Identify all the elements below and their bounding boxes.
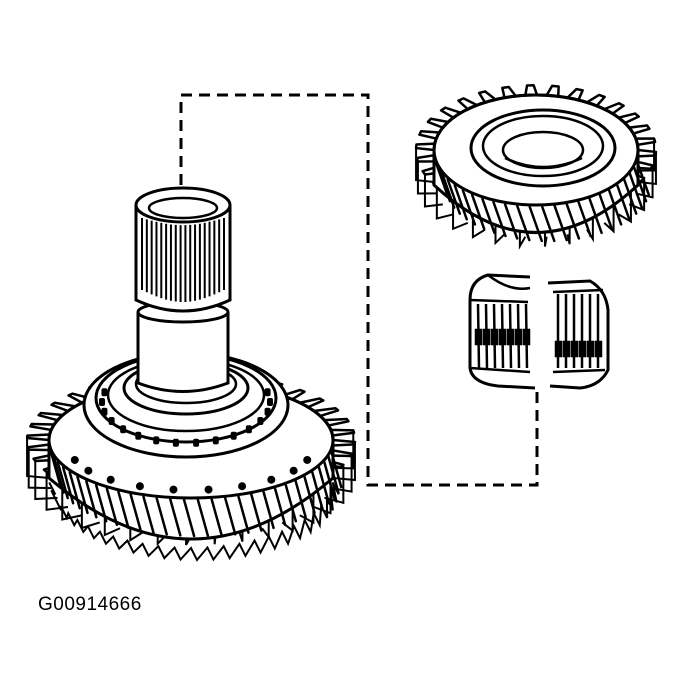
split-needle-bearing-icon [468, 273, 610, 390]
gear-tooth [25, 433, 51, 442]
gear-tooth [329, 428, 356, 437]
shaft-gear-assembly-icon [25, 186, 357, 562]
helical-gear-icon [414, 84, 658, 250]
gear-tooth [414, 142, 436, 152]
assembly-dashed-line [179, 93, 539, 487]
gear-tooth [331, 438, 357, 447]
figure-id-label: G00914666 [38, 594, 142, 615]
